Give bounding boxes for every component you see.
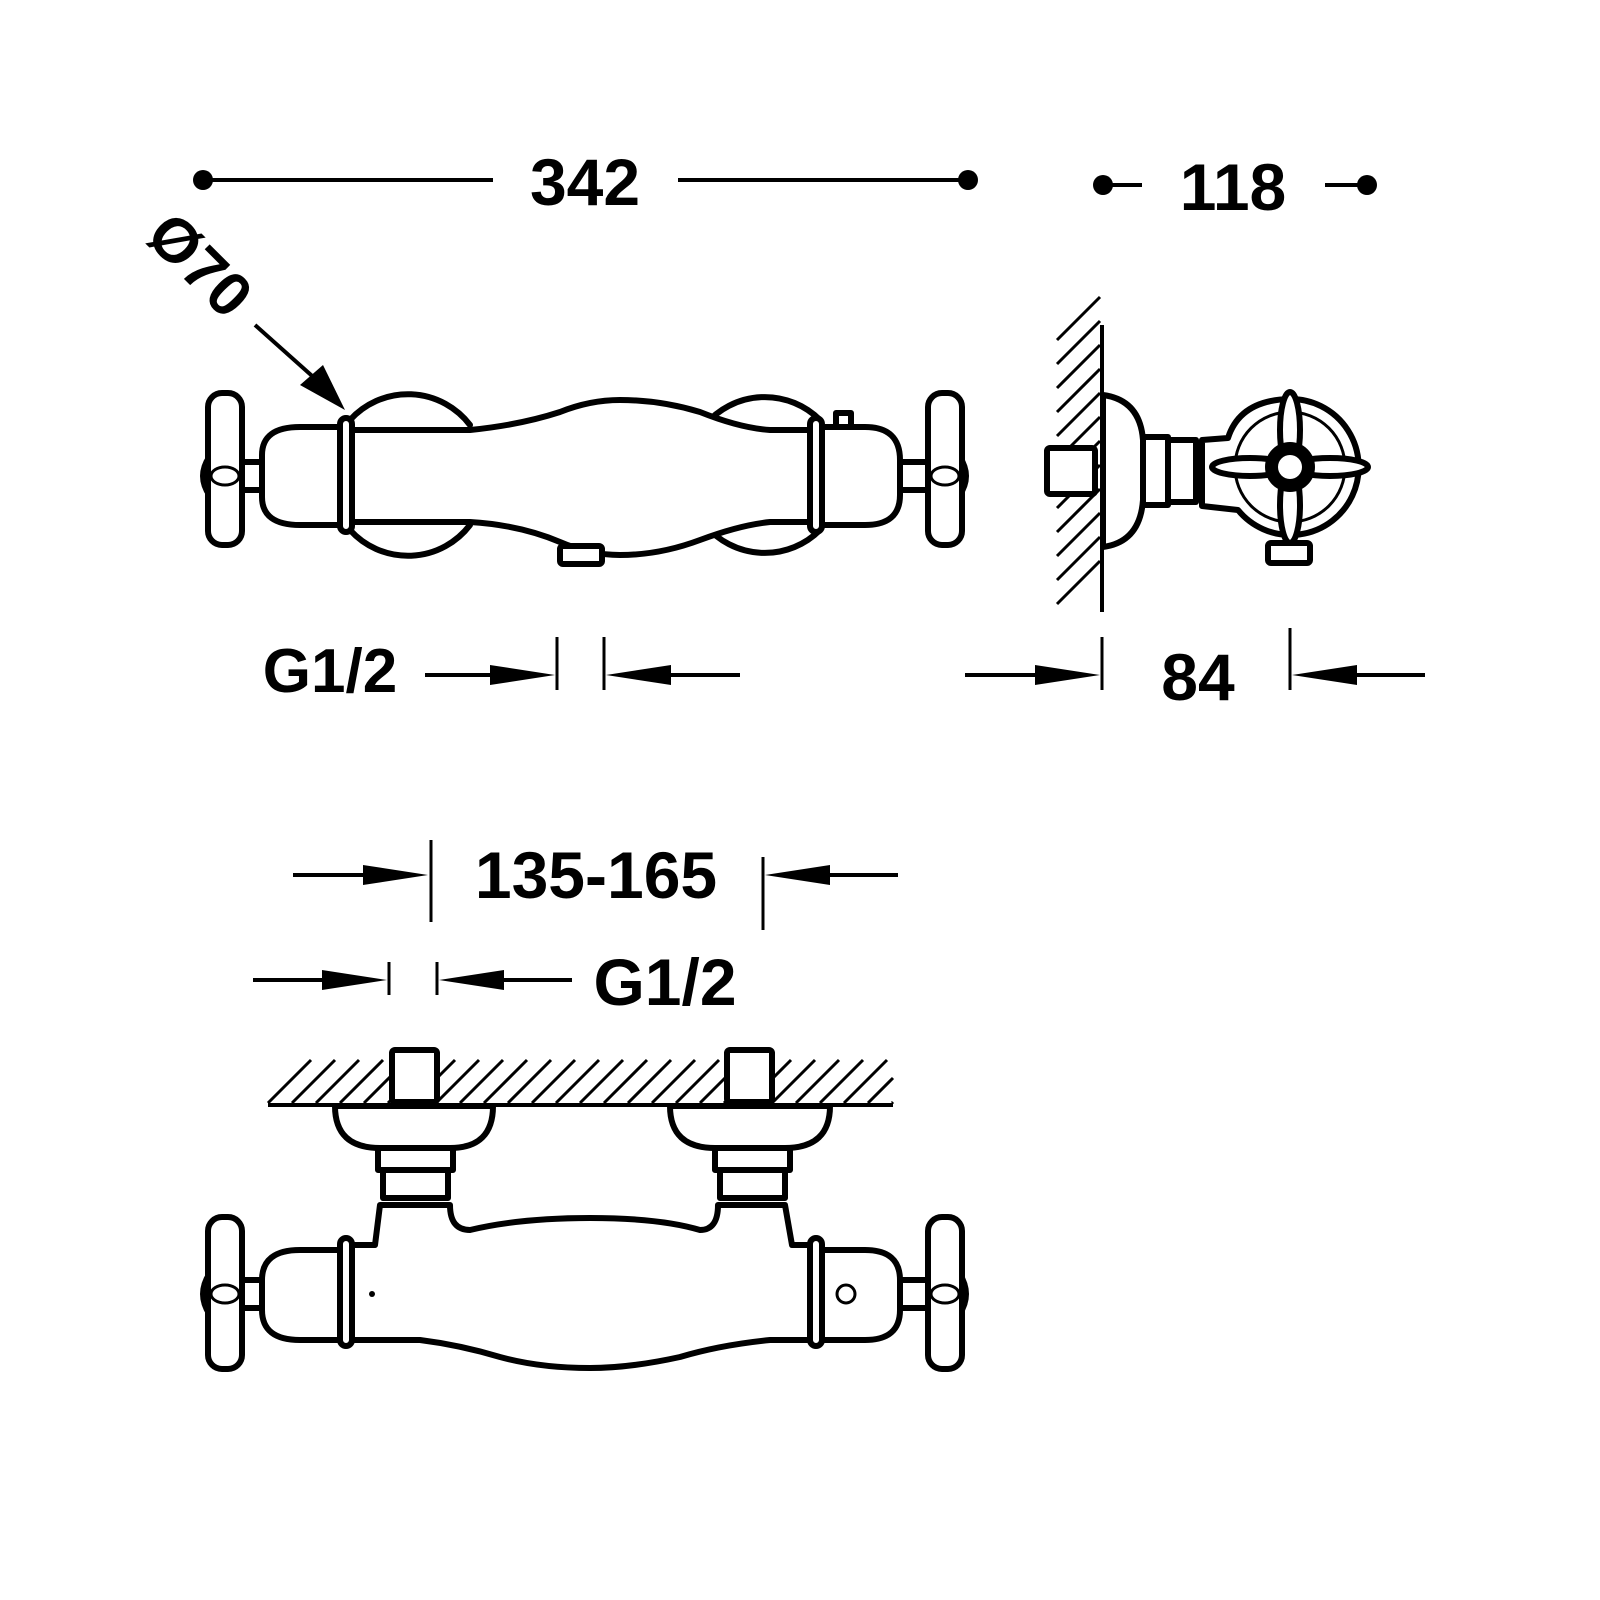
depth-label: 118 — [1180, 150, 1286, 224]
side-view — [1044, 295, 1371, 612]
hatch-line — [554, 1058, 601, 1105]
hatch-line — [434, 1058, 481, 1105]
hatch-line — [1055, 511, 1102, 558]
hatch-line — [506, 1058, 553, 1105]
hatch-line — [578, 1058, 625, 1105]
hatch-line — [818, 1058, 865, 1105]
dimension-wall-to-outlet: 84 — [965, 628, 1425, 714]
hatch-line — [458, 1058, 505, 1105]
hatch-line — [602, 1058, 649, 1105]
hatch-line — [1055, 295, 1102, 342]
hatch-line — [1055, 391, 1102, 438]
inlet-spacing-label: 135-165 — [475, 838, 717, 912]
hatch-line — [890, 1100, 895, 1105]
hatch-line — [1055, 367, 1102, 414]
hatch-line — [482, 1058, 529, 1105]
hatch-line — [866, 1076, 895, 1105]
dimension-depth: 118 — [1093, 150, 1377, 224]
hatch-line — [314, 1058, 361, 1105]
hatch-line — [1055, 343, 1102, 390]
right-handle-bottom — [925, 1214, 965, 1372]
top-view — [200, 1047, 969, 1372]
left-handle — [205, 390, 245, 548]
hatch-line — [842, 1058, 889, 1105]
hatch-line — [626, 1058, 673, 1105]
hatch-line — [650, 1058, 697, 1105]
hatch-line — [1055, 559, 1102, 606]
hatch-line — [770, 1058, 817, 1105]
dimension-outlet-thread: G1/2 — [263, 637, 740, 706]
hatch-line — [530, 1058, 577, 1105]
hatch-line — [338, 1058, 385, 1105]
hatch-line — [1055, 319, 1102, 366]
inlet-thread-label: G1/2 — [593, 945, 736, 1019]
diameter-label: Ø70 — [134, 200, 266, 332]
hatch-line — [290, 1058, 337, 1105]
hatch-line — [1055, 535, 1102, 582]
hatch-line — [794, 1058, 841, 1105]
hatch-line — [266, 1058, 313, 1105]
dimension-diameter: Ø70 — [134, 200, 345, 410]
right-handle — [925, 390, 965, 548]
wall-to-outlet-label: 84 — [1161, 640, 1235, 714]
outlet-thread-label: G1/2 — [263, 637, 397, 706]
dimension-overall-width: 342 — [193, 145, 978, 219]
left-handle-bottom — [205, 1214, 245, 1372]
front-view — [200, 390, 969, 567]
width-label: 342 — [530, 145, 640, 219]
dimension-inlet-spacing: 135-165 — [293, 838, 898, 930]
hatch-line — [674, 1058, 721, 1105]
dimension-inlet-thread: G1/2 — [253, 945, 737, 1019]
